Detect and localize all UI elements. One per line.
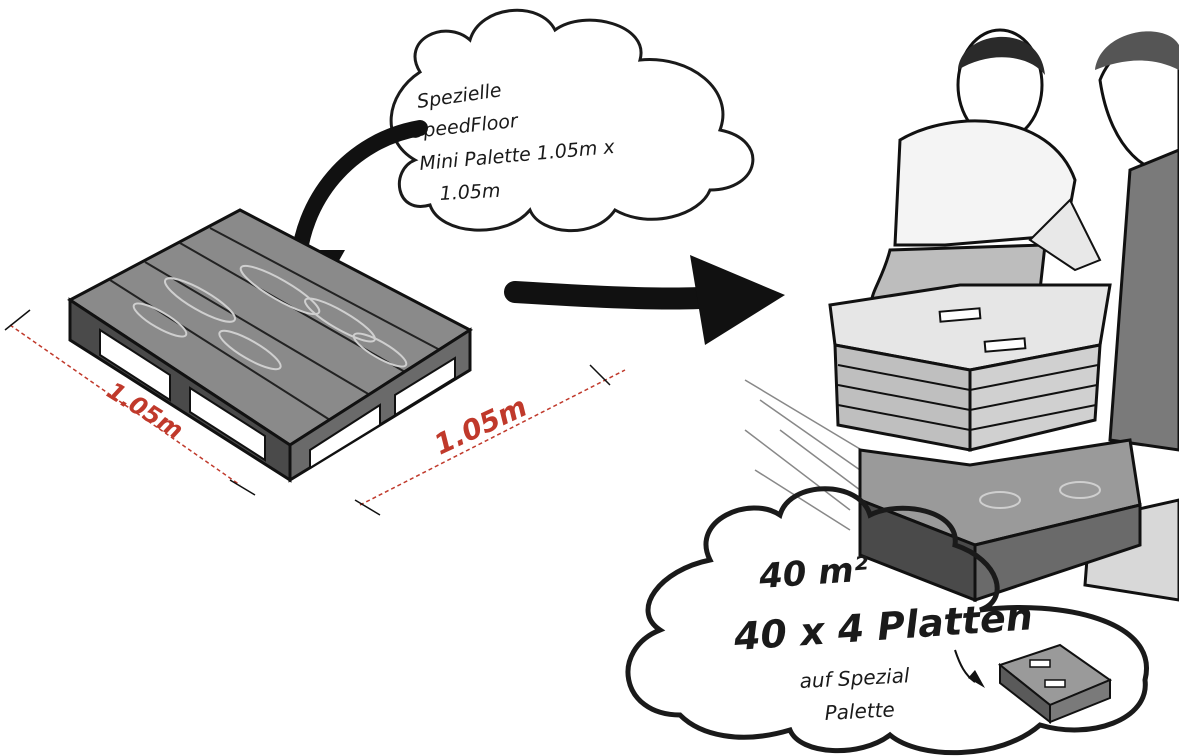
- cloud-bottom-line2: 40 x 4 Platten: [732, 594, 1035, 659]
- people-scene: [745, 30, 1179, 600]
- cloud-bottom-line4: Palette: [824, 697, 895, 725]
- person-left: [871, 30, 1100, 320]
- cloud-top-line3: Mini Palette 1.05m x: [419, 136, 617, 175]
- cloud-top-line1: Spezielle: [416, 79, 503, 113]
- cloud-bottom-line1: 40 m²: [757, 549, 870, 597]
- tile-stack: [830, 285, 1110, 450]
- cloud-bottom-line3: auf Spezial: [799, 663, 910, 693]
- dimension-right-label: 1.05m: [429, 390, 532, 461]
- mini-pallet-icon: [1000, 645, 1110, 722]
- right-arrow-icon: [515, 255, 785, 345]
- pallet-left: [70, 210, 470, 480]
- cloud-top-line4: 1.05m: [439, 180, 501, 205]
- small-arrow-icon: [955, 650, 985, 688]
